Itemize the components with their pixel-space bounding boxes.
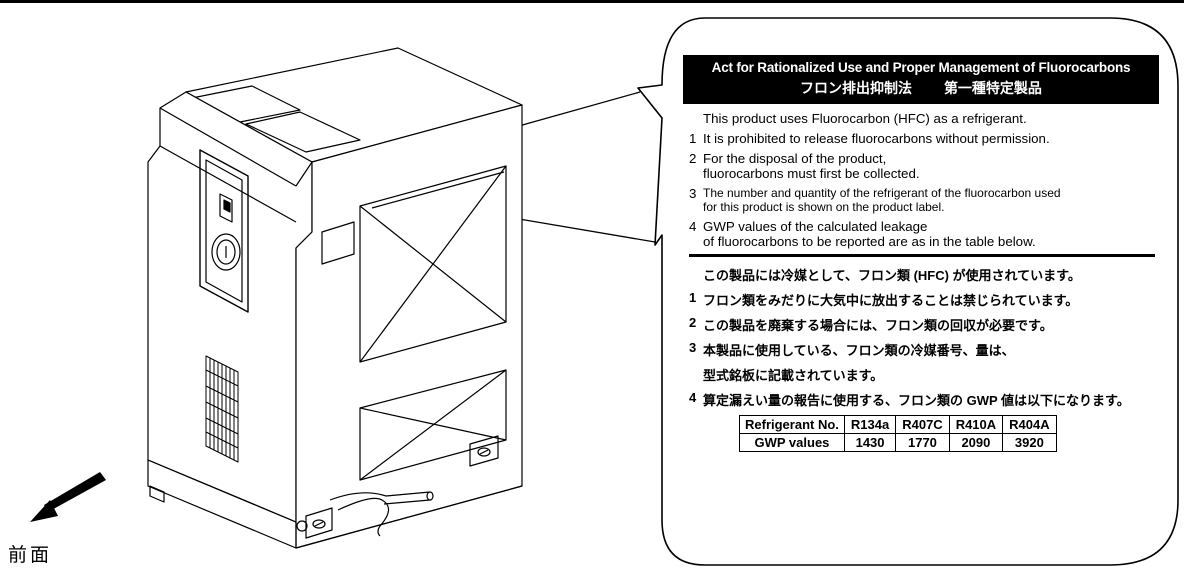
- front-direction-arrow: [30, 472, 106, 522]
- table-cell: 1430: [843, 433, 897, 452]
- front-label: 前面: [8, 544, 53, 566]
- table-row: GWP values 1430 1770 2090 3920: [739, 433, 1057, 452]
- english-item-4: 4 GWP values of the calculated leakage o…: [689, 219, 1036, 249]
- table-row-label: GWP values: [739, 433, 845, 452]
- label-header: Act for Rationalized Use and Proper Mana…: [683, 55, 1159, 104]
- table-cell: R407C: [895, 415, 950, 434]
- japanese-item-2: 2 この製品を廃棄する場合には、フロン類の回収が必要です。: [689, 315, 1053, 333]
- english-item-2: 2 For the disposal of the product, fluor…: [689, 151, 920, 181]
- header-japanese: フロン排出抑制法 第一種特定製品: [687, 78, 1155, 98]
- section-divider: [689, 254, 1155, 257]
- gwp-table: Refrigerant No. R134a R407C R410A R404A …: [739, 415, 1057, 452]
- japanese-item-4: 4 算定漏えい量の報告に使用する、フロン類の GWP 値は以下になります。: [689, 390, 1130, 408]
- table-cell: R134a: [843, 415, 897, 434]
- callout-balloon: [637, 17, 1179, 566]
- dryer-unit: [147, 47, 523, 549]
- english-lead: This product uses Fluorocarbon (HFC) as …: [703, 111, 1027, 126]
- english-item-1: 1 It is prohibited to release fluorocarb…: [689, 131, 1050, 146]
- japanese-section: この製品には冷媒として、フロン類 (HFC) が使用されています。 1 フロン類…: [683, 257, 1159, 452]
- table-cell: 3920: [1002, 433, 1057, 452]
- english-section: This product uses Fluorocarbon (HFC) as …: [683, 104, 1159, 249]
- table-cell: R404A: [1002, 415, 1057, 434]
- table-row: Refrigerant No. R134a R407C R410A R404A: [739, 415, 1057, 434]
- table-cell: 2090: [948, 433, 1004, 452]
- top-rule: [0, 0, 1184, 3]
- table-cell: 1770: [895, 433, 950, 452]
- english-item-3: 3 The number and quantity of the refrige…: [689, 186, 1061, 214]
- header-jp-left: フロン排出抑制法: [800, 80, 913, 96]
- table-cell: R410A: [948, 415, 1004, 434]
- japanese-item-1: 1 フロン類をみだりに大気中に放出することは禁じられています。: [689, 290, 1079, 308]
- fluorocarbon-label: Act for Rationalized Use and Proper Mana…: [683, 55, 1159, 452]
- header-english: Act for Rationalized Use and Proper Mana…: [711, 60, 1131, 75]
- japanese-lead: この製品には冷媒として、フロン類 (HFC) が使用されています。: [703, 268, 1081, 283]
- table-row-label: Refrigerant No.: [739, 415, 845, 434]
- header-jp-right: 第一種特定製品: [943, 80, 1042, 96]
- japanese-item-3: 3 本製品に使用している、フロン類の冷媒番号、量は、 型式銘板に記載されています…: [689, 340, 1015, 383]
